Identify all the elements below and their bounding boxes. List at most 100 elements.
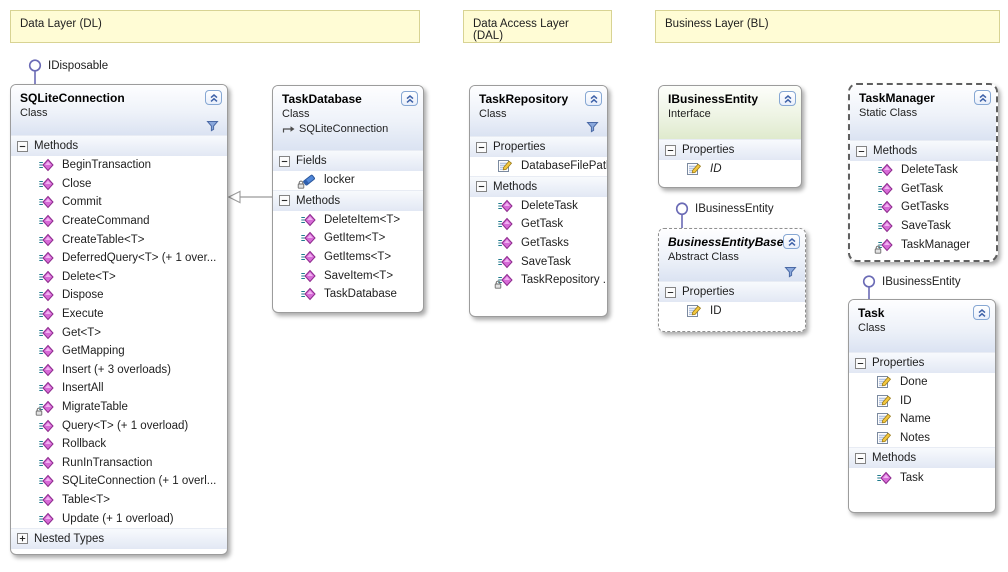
class-header[interactable]: SQLiteConnection Class bbox=[11, 85, 227, 135]
member-row[interactable]: GetTasks bbox=[850, 198, 996, 217]
section-header-methods[interactable]: Methods bbox=[470, 175, 607, 197]
section-header-fields[interactable]: Fields bbox=[273, 150, 423, 171]
lollipop-ibusinessentity-icon[interactable] bbox=[862, 275, 876, 300]
collapse-chevron-button[interactable] bbox=[401, 91, 418, 106]
filter-icon[interactable] bbox=[784, 266, 797, 278]
member-row[interactable]: DeleteTask bbox=[470, 196, 607, 216]
inheritance-arrow[interactable] bbox=[227, 189, 272, 205]
member-row[interactable]: Close bbox=[11, 174, 227, 194]
collapse-chevron-button[interactable] bbox=[974, 90, 991, 105]
collapse-chevron-button[interactable] bbox=[205, 90, 222, 105]
member-row[interactable]: Execute bbox=[11, 304, 227, 324]
collapse-chevron-button[interactable] bbox=[783, 234, 800, 249]
collapse-chevron-button[interactable] bbox=[779, 91, 796, 106]
section-header-methods[interactable]: Methods bbox=[11, 135, 227, 156]
class-box-businessentitybase[interactable]: BusinessEntityBase Abstract Class Proper… bbox=[658, 228, 806, 332]
member-row[interactable]: Done bbox=[849, 373, 995, 392]
member-row[interactable]: RunInTransaction bbox=[11, 453, 227, 473]
member-row[interactable]: TaskManager bbox=[850, 235, 996, 254]
section-header-properties[interactable]: Properties bbox=[849, 352, 995, 373]
member-row[interactable]: MigrateTable bbox=[11, 397, 227, 417]
expander-minus-icon[interactable] bbox=[855, 453, 866, 464]
interface-box-ibusinessentity[interactable]: IBusinessEntity Interface Properties ID bbox=[658, 85, 802, 188]
member-row[interactable]: Commit bbox=[11, 193, 227, 212]
class-header[interactable]: BusinessEntityBase Abstract Class bbox=[659, 229, 805, 281]
class-header[interactable]: Task Class bbox=[849, 300, 995, 352]
expander-minus-icon[interactable] bbox=[476, 142, 487, 153]
member-row[interactable]: SaveTask bbox=[850, 216, 996, 236]
member-row[interactable]: Name bbox=[849, 410, 995, 429]
member-row[interactable]: DeferredQuery<T> (+ 1 over... bbox=[11, 248, 227, 268]
member-row[interactable]: DatabaseFilePath bbox=[470, 157, 607, 176]
expander-minus-icon[interactable] bbox=[665, 145, 676, 156]
class-box-taskrepository[interactable]: TaskRepository Class Properties Database… bbox=[469, 85, 608, 317]
expander-minus-icon[interactable] bbox=[855, 358, 866, 369]
member-row[interactable]: ID bbox=[659, 160, 801, 179]
member-row[interactable]: GetTask bbox=[850, 179, 996, 199]
section-label: Methods bbox=[872, 452, 917, 465]
expander-minus-icon[interactable] bbox=[856, 146, 867, 157]
expander-minus-icon[interactable] bbox=[17, 141, 28, 152]
member-row[interactable]: SaveTask bbox=[470, 252, 607, 271]
member-row[interactable]: TaskRepository ... bbox=[470, 270, 607, 290]
class-box-taskmanager[interactable]: TaskManager Static Class Methods DeleteT… bbox=[848, 83, 998, 262]
class-box-sqliteconnection[interactable]: SQLiteConnection Class Methods BeginTran… bbox=[10, 84, 228, 555]
member-row[interactable]: DeleteTask bbox=[850, 161, 996, 180]
section-header-properties[interactable]: Properties bbox=[470, 136, 607, 157]
member-row[interactable]: Dispose bbox=[11, 286, 227, 305]
member-row[interactable]: Get<T> bbox=[11, 323, 227, 342]
member-row[interactable]: Table<T> bbox=[11, 490, 227, 510]
section-header-methods[interactable]: Methods bbox=[850, 140, 996, 161]
filter-icon[interactable] bbox=[206, 120, 219, 132]
member-row[interactable]: SQLiteConnection (+ 1 overl... bbox=[11, 472, 227, 491]
member-row[interactable]: TaskDatabase bbox=[273, 284, 423, 304]
member-row[interactable]: CreateCommand bbox=[11, 211, 227, 231]
comment-data-layer[interactable]: Data Layer (DL) bbox=[10, 10, 420, 43]
section-header-properties[interactable]: Properties bbox=[659, 139, 801, 160]
section-header-properties[interactable]: Properties bbox=[659, 281, 805, 302]
member-row[interactable]: InsertAll bbox=[11, 379, 227, 398]
member-row[interactable]: CreateTable<T> bbox=[11, 230, 227, 249]
member-row[interactable]: GetItem<T> bbox=[273, 229, 423, 248]
member-row[interactable]: GetMapping bbox=[11, 341, 227, 361]
private-method-icon bbox=[38, 400, 54, 414]
class-header[interactable]: TaskDatabase Class SQLiteConnection bbox=[273, 86, 423, 150]
lollipop-idisposable-icon[interactable] bbox=[28, 59, 42, 84]
collapse-chevron-button[interactable] bbox=[585, 91, 602, 106]
collapse-chevron-button[interactable] bbox=[973, 305, 990, 320]
expander-minus-icon[interactable] bbox=[279, 156, 290, 167]
member-row[interactable]: Update (+ 1 overload) bbox=[11, 509, 227, 528]
member-row[interactable]: Insert (+ 3 overloads) bbox=[11, 360, 227, 380]
member-row[interactable]: Rollback bbox=[11, 434, 227, 454]
interface-header[interactable]: IBusinessEntity Interface bbox=[659, 86, 801, 139]
member-row[interactable]: DeleteItem<T> bbox=[273, 210, 423, 230]
member-row[interactable]: Query<T> (+ 1 overload) bbox=[11, 416, 227, 435]
class-header[interactable]: TaskManager Static Class bbox=[850, 85, 996, 140]
member-row[interactable]: locker bbox=[273, 171, 423, 190]
comment-data-access-layer[interactable]: Data Access Layer (DAL) bbox=[463, 10, 612, 43]
member-row[interactable]: Delete<T> bbox=[11, 267, 227, 287]
member-row[interactable]: SaveItem<T> bbox=[273, 266, 423, 285]
expander-minus-icon[interactable] bbox=[476, 181, 487, 192]
member-row[interactable]: Notes bbox=[849, 428, 995, 448]
class-box-task[interactable]: Task Class Properties Done ID Name Notes… bbox=[848, 299, 996, 513]
member-row[interactable]: GetItems<T> bbox=[273, 247, 423, 267]
member-row[interactable]: ID bbox=[659, 302, 805, 321]
section-header-methods[interactable]: Methods bbox=[849, 447, 995, 469]
member-row[interactable]: GetTasks bbox=[470, 233, 607, 253]
member-row[interactable]: ID bbox=[849, 391, 995, 411]
expander-minus-icon[interactable] bbox=[665, 287, 676, 298]
expander-minus-icon[interactable] bbox=[279, 195, 290, 206]
section-header-nested-types[interactable]: Nested Types bbox=[11, 527, 227, 549]
member-row[interactable]: BeginTransaction bbox=[11, 156, 227, 175]
class-header[interactable]: TaskRepository Class bbox=[470, 86, 607, 136]
class-box-taskdatabase[interactable]: TaskDatabase Class SQLiteConnection Fiel… bbox=[272, 85, 424, 313]
section-header-methods[interactable]: Methods bbox=[273, 189, 423, 211]
filter-icon[interactable] bbox=[586, 121, 599, 133]
lollipop-ibusinessentity-icon[interactable] bbox=[675, 202, 689, 228]
member-row[interactable]: GetTask bbox=[470, 215, 607, 234]
expander-plus-icon[interactable] bbox=[17, 533, 28, 544]
comment-business-layer[interactable]: Business Layer (BL) bbox=[655, 10, 1000, 43]
member-row[interactable]: Task bbox=[849, 468, 995, 487]
